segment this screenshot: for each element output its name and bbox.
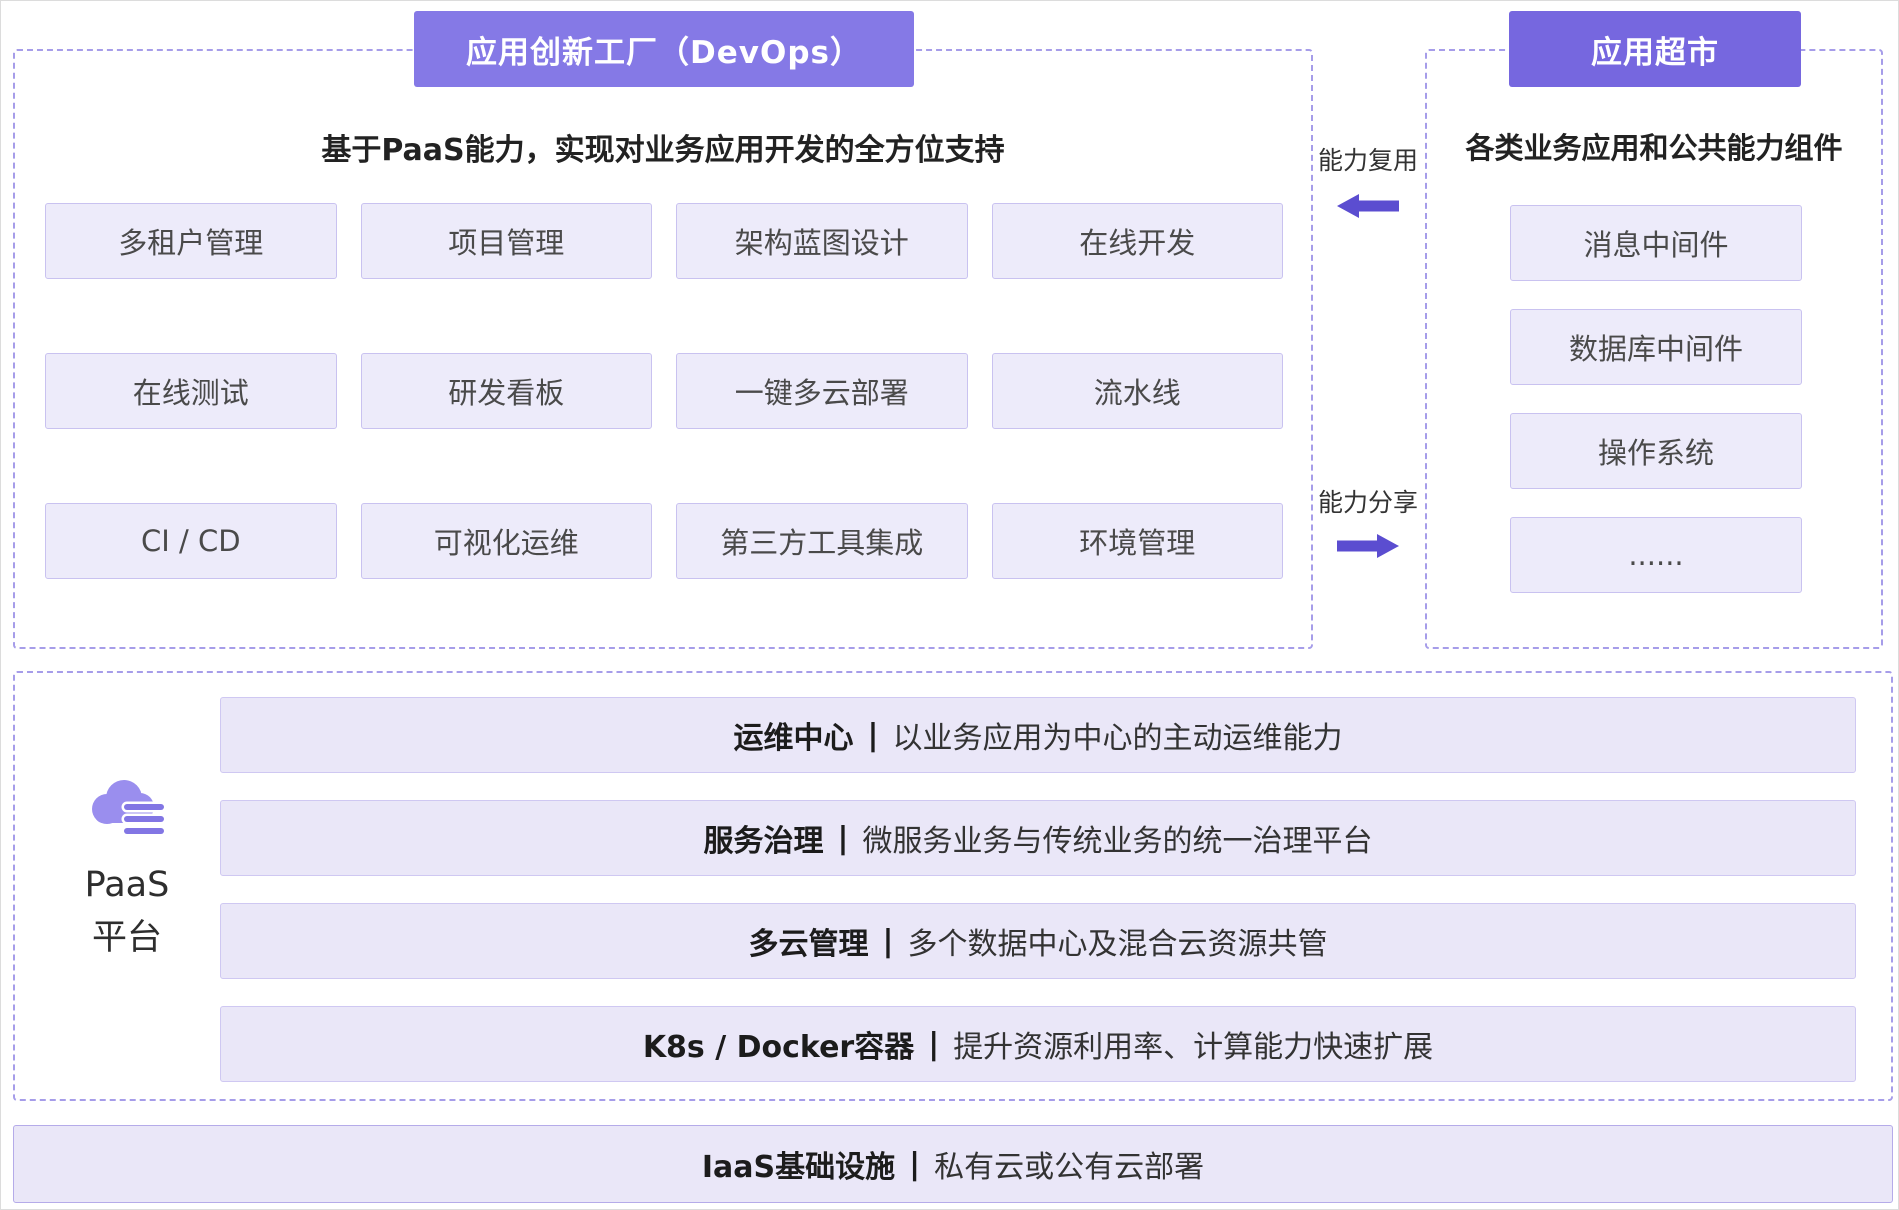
layer-description: 以业务应用为中心的主动运维能力 [892,721,1343,756]
paas-layer-list: 运维中心 | 以业务应用为中心的主动运维能力 服务治理 | 微服务业务与传统业务… [220,697,1856,1082]
layer-title: 运维中心 [733,721,854,756]
devops-panel: 基于PaaS能力，实现对业务应用开发的全方位支持 多租户管理 项目管理 架构蓝图… [13,49,1313,649]
capability-box: 多租户管理 [45,203,337,279]
layer-separator: | [882,923,894,959]
layer-separator: | [837,820,849,856]
layer-separator: | [928,1026,940,1062]
paas-label-line2: 平台 [91,917,162,958]
devops-subtitle: 基于PaaS能力，实现对业务应用开发的全方位支持 [321,133,1005,168]
capability-share-label: 能力分享 [1317,488,1418,517]
capability-box: 环境管理 [991,503,1283,579]
capability-box: 项目管理 [360,203,652,279]
paas-label-text: PaaS 平台 [45,859,209,964]
layer-title: K8s / Docker容器 [642,1030,915,1065]
market-title-badge: 应用超市 [1509,11,1801,87]
capability-box: 可视化运维 [360,503,652,579]
paas-label-line1: PaaS [84,865,170,905]
capability-box: 在线开发 [991,203,1283,279]
iaas-title: IaaS基础设施 [701,1150,896,1185]
layer-title: 服务治理 [703,824,824,859]
paas-layer-row: 服务治理 | 微服务业务与传统业务的统一治理平台 [220,800,1856,876]
layer-separator: | [867,717,879,753]
market-item-box: 操作系统 [1510,413,1802,489]
market-item-list: 消息中间件 数据库中间件 操作系统 ...... [1510,205,1802,593]
capability-box: 在线测试 [45,353,337,429]
market-subtitle: 各类业务应用和公共能力组件 [1465,131,1843,165]
market-title: 应用超市 [1591,34,1719,71]
capability-box: 架构蓝图设计 [676,203,968,279]
paas-layer-row: 运维中心 | 以业务应用为中心的主动运维能力 [220,697,1856,773]
cloud-icon [45,773,209,843]
capability-box: 研发看板 [360,353,652,429]
devops-capabilities-grid: 多租户管理 项目管理 架构蓝图设计 在线开发 在线测试 研发看板 一键多云部署 … [45,203,1283,579]
layer-title: 多云管理 [748,927,869,962]
capability-box: 流水线 [991,353,1283,429]
capability-box: 第三方工具集成 [676,503,968,579]
capability-reuse-label: 能力复用 [1317,146,1418,175]
layer-description: 提升资源利用率、计算能力快速扩展 [953,1030,1434,1065]
paas-layer-row: K8s / Docker容器 | 提升资源利用率、计算能力快速扩展 [220,1006,1856,1082]
capability-box: 一键多云部署 [676,353,968,429]
arrow-right-icon [1337,531,1399,561]
iaas-description: 私有云或公有云部署 [934,1150,1205,1185]
app-market-panel: 各类业务应用和公共能力组件 消息中间件 数据库中间件 操作系统 ...... [1425,49,1883,649]
layer-description: 微服务业务与传统业务的统一治理平台 [862,824,1373,859]
market-item-box: 消息中间件 [1510,205,1802,281]
capability-box: CI / CD [45,503,337,579]
iaas-separator: | [909,1146,921,1182]
paas-label: PaaS 平台 [45,773,209,964]
iaas-bar: IaaS基础设施 | 私有云或公有云部署 [13,1125,1893,1203]
devops-title-badge: 应用创新工厂（DevOps） [414,11,914,87]
devops-title: 应用创新工厂（DevOps） [466,34,862,71]
market-item-box: 数据库中间件 [1510,309,1802,385]
arrow-left-icon [1337,191,1399,221]
market-item-box: ...... [1510,517,1802,593]
paas-panel: PaaS 平台 运维中心 | 以业务应用为中心的主动运维能力 服务治理 | 微服… [13,671,1893,1101]
layer-description: 多个数据中心及混合云资源共管 [907,927,1328,962]
paas-layer-row: 多云管理 | 多个数据中心及混合云资源共管 [220,903,1856,979]
